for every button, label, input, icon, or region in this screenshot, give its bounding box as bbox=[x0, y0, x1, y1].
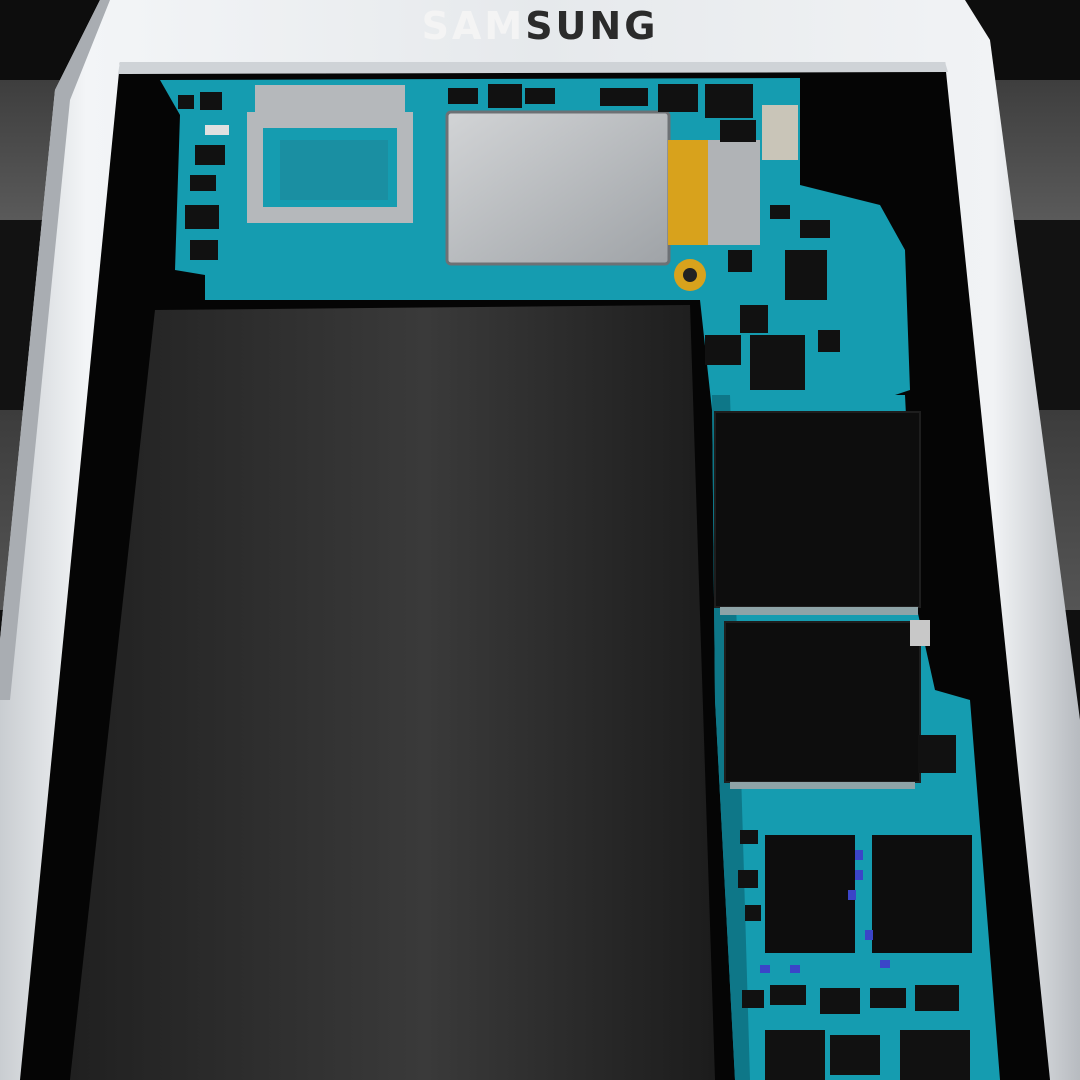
secondary-shield bbox=[708, 140, 760, 245]
smd-components-bottom bbox=[738, 830, 970, 1080]
smd-components-mid bbox=[705, 205, 840, 390]
storage-chip bbox=[724, 621, 921, 783]
phone-frame-edge bbox=[0, 0, 110, 700]
passive-component bbox=[910, 620, 930, 646]
smd-components-top-row bbox=[448, 84, 756, 142]
sim-connector bbox=[762, 105, 798, 160]
camera-bracket bbox=[247, 112, 413, 223]
memory-chip-pins bbox=[720, 607, 918, 615]
camera-module bbox=[280, 140, 388, 200]
ic-chip bbox=[872, 835, 972, 953]
battery bbox=[70, 305, 715, 1080]
ic-chip bbox=[765, 835, 855, 953]
storage-chip-pins bbox=[730, 782, 915, 789]
cavity-rim bbox=[118, 62, 948, 74]
blue-capacitors bbox=[760, 850, 890, 973]
logo-lead: SAM bbox=[421, 4, 526, 48]
camera-bracket bbox=[255, 85, 405, 115]
samsung-logo: SAMSUNG bbox=[0, 4, 1080, 48]
memory-chip bbox=[714, 411, 921, 608]
passive-component bbox=[918, 735, 956, 773]
logo-tail: SUNG bbox=[525, 4, 659, 48]
flex-cable bbox=[668, 140, 708, 245]
mounting-screw-hole bbox=[683, 268, 697, 282]
processor-shield bbox=[445, 110, 671, 266]
smd-components-top-left bbox=[178, 92, 229, 260]
